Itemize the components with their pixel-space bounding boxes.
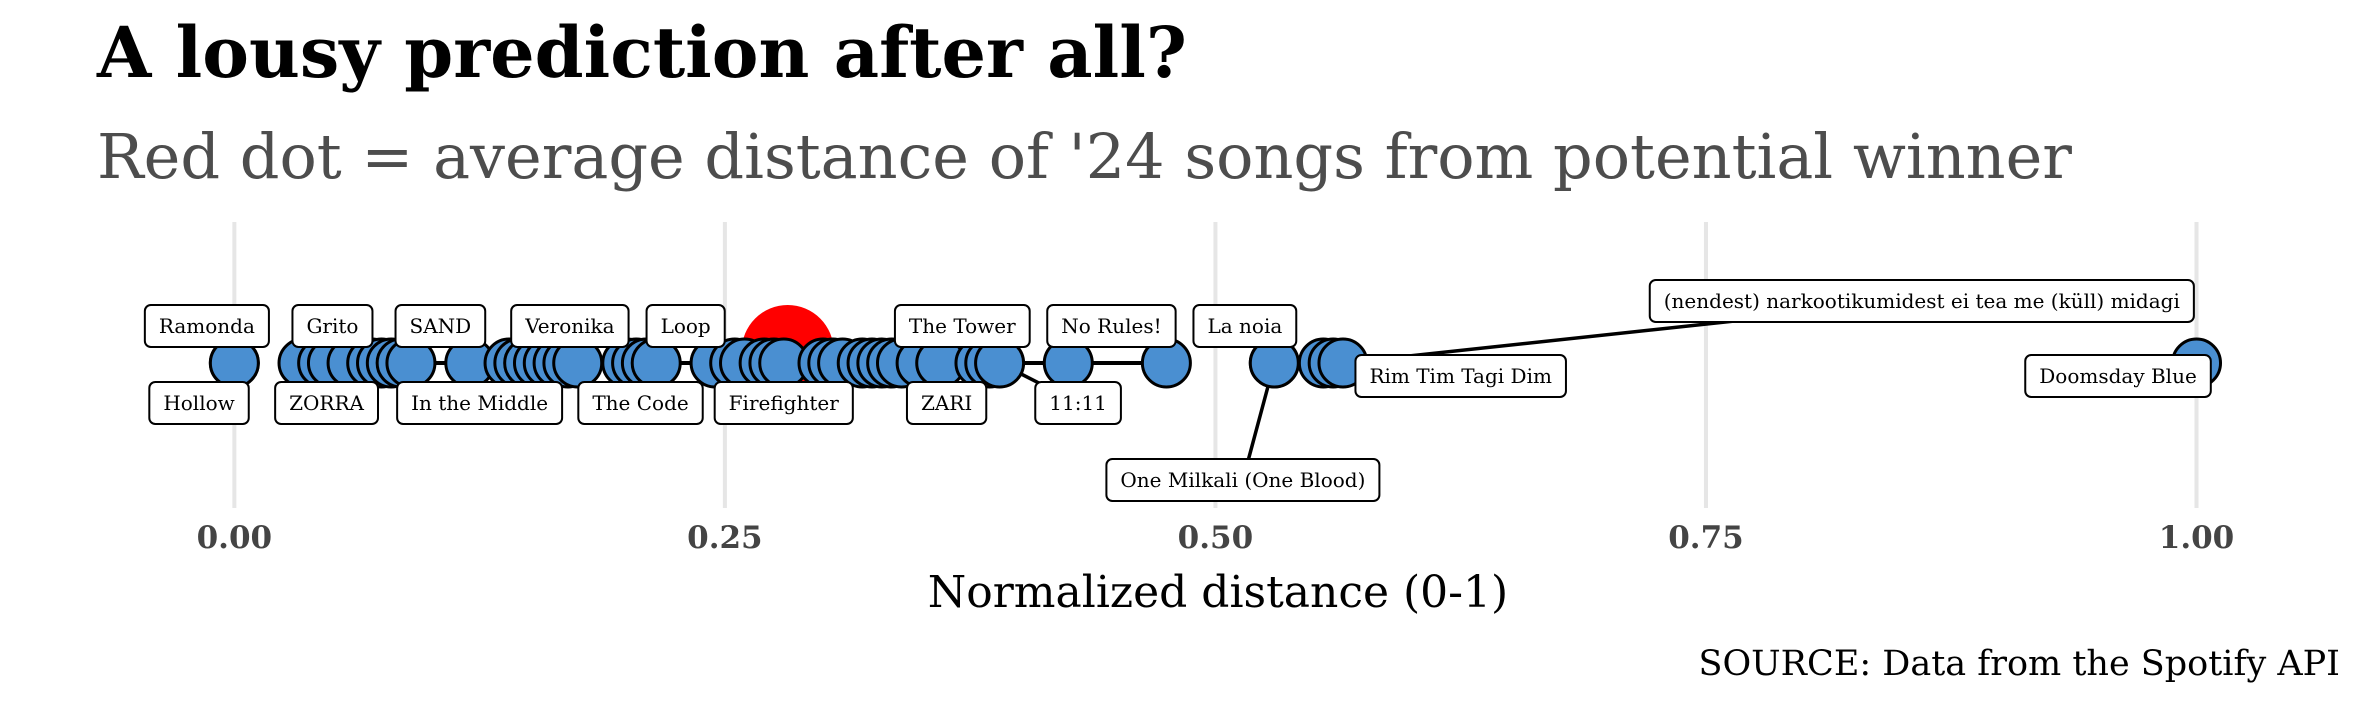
- point-label: ZORRA: [274, 381, 380, 425]
- chart-subtitle: Red dot = average distance of '24 songs …: [97, 120, 2072, 193]
- x-axis-ticks: 0.00 0.25 0.50 0.75 1.00: [197, 520, 2235, 556]
- point-label-text: 11:11: [1049, 391, 1107, 415]
- point-label-box: [510, 304, 630, 348]
- point-label-text: SAND: [410, 314, 472, 338]
- point-label: La noia: [1192, 304, 1298, 348]
- point-label: Firefighter: [713, 381, 854, 425]
- point-label: The Code: [577, 381, 704, 425]
- point-label-box: [713, 381, 854, 425]
- point-label-text: Doomsday Blue: [2039, 364, 2197, 388]
- point-label-box: [1354, 354, 1567, 398]
- point-label: Veronika: [510, 304, 630, 348]
- chart-title: A lousy prediction after all?: [96, 11, 1187, 94]
- point-label: Loop: [645, 304, 726, 348]
- point-label-text: Rim Tim Tagi Dim: [1369, 364, 1552, 388]
- point-label-text: No Rules!: [1061, 314, 1161, 338]
- point-label: The Tower: [893, 304, 1031, 348]
- caption: SOURCE: Data from the Spotify API: [1699, 644, 2340, 684]
- point-label-text: The Tower: [909, 314, 1016, 338]
- point-label-box: [2024, 354, 2212, 398]
- point-label-box: [645, 304, 726, 348]
- point-label-text: Firefighter: [729, 391, 840, 415]
- point-label: Rim Tim Tagi Dim: [1354, 354, 1567, 398]
- x-tick-label: 1.00: [2159, 520, 2235, 556]
- x-tick-label: 0.50: [1178, 520, 1254, 556]
- point-label-box: [148, 381, 250, 425]
- point-label-text: Grito: [306, 314, 358, 338]
- point-label-text: Veronika: [524, 314, 614, 338]
- data-points: [208, 337, 2223, 389]
- point-label-box: [143, 304, 270, 348]
- point-label-text: Hollow: [163, 391, 234, 415]
- point-label-box: [274, 381, 380, 425]
- point-label: 11:11: [1034, 381, 1122, 425]
- point-label-text: ZORRA: [289, 391, 364, 415]
- point-label-box: [577, 381, 704, 425]
- point-label-text: The Code: [592, 391, 688, 415]
- point-label: ZARI: [905, 381, 988, 425]
- x-tick-label: 0.75: [1668, 520, 1744, 556]
- point-label: SAND: [394, 304, 487, 348]
- point-label-text: Ramonda: [159, 314, 255, 338]
- point-label-box: [905, 381, 988, 425]
- point-label-text: Loop: [661, 314, 711, 338]
- point-label-box: [1034, 381, 1122, 425]
- point-label: (nendest) narkootikumidest ei tea me (kü…: [1648, 279, 2195, 323]
- point-label-box: [1046, 304, 1177, 348]
- point-label: No Rules!: [1046, 304, 1177, 348]
- point-label: Ramonda: [143, 304, 270, 348]
- point-label: One Milkali (One Blood): [1105, 458, 1381, 502]
- point-label-text: In the Middle: [411, 391, 548, 415]
- point-label: Hollow: [148, 381, 250, 425]
- point-label: In the Middle: [396, 381, 564, 425]
- point-label-text: One Milkali (One Blood): [1120, 468, 1365, 492]
- point-label-box: [394, 304, 487, 348]
- x-tick-label: 0.25: [687, 520, 763, 556]
- point-label-box: [1105, 458, 1381, 502]
- point-label-text: ZARI: [921, 391, 972, 415]
- point-label: Grito: [291, 304, 374, 348]
- point-label-box: [291, 304, 374, 348]
- point-label-box: [396, 381, 564, 425]
- point-label-box: [1648, 279, 2195, 323]
- point-label-text: La noia: [1207, 314, 1282, 338]
- point-label-text: (nendest) narkootikumidest ei tea me (kü…: [1664, 289, 2180, 313]
- point-label-box: [1192, 304, 1298, 348]
- x-tick-label: 0.00: [197, 520, 273, 556]
- point-label-box: [893, 304, 1031, 348]
- point-label: Doomsday Blue: [2024, 354, 2212, 398]
- x-axis-title: Normalized distance (0-1): [928, 567, 1508, 618]
